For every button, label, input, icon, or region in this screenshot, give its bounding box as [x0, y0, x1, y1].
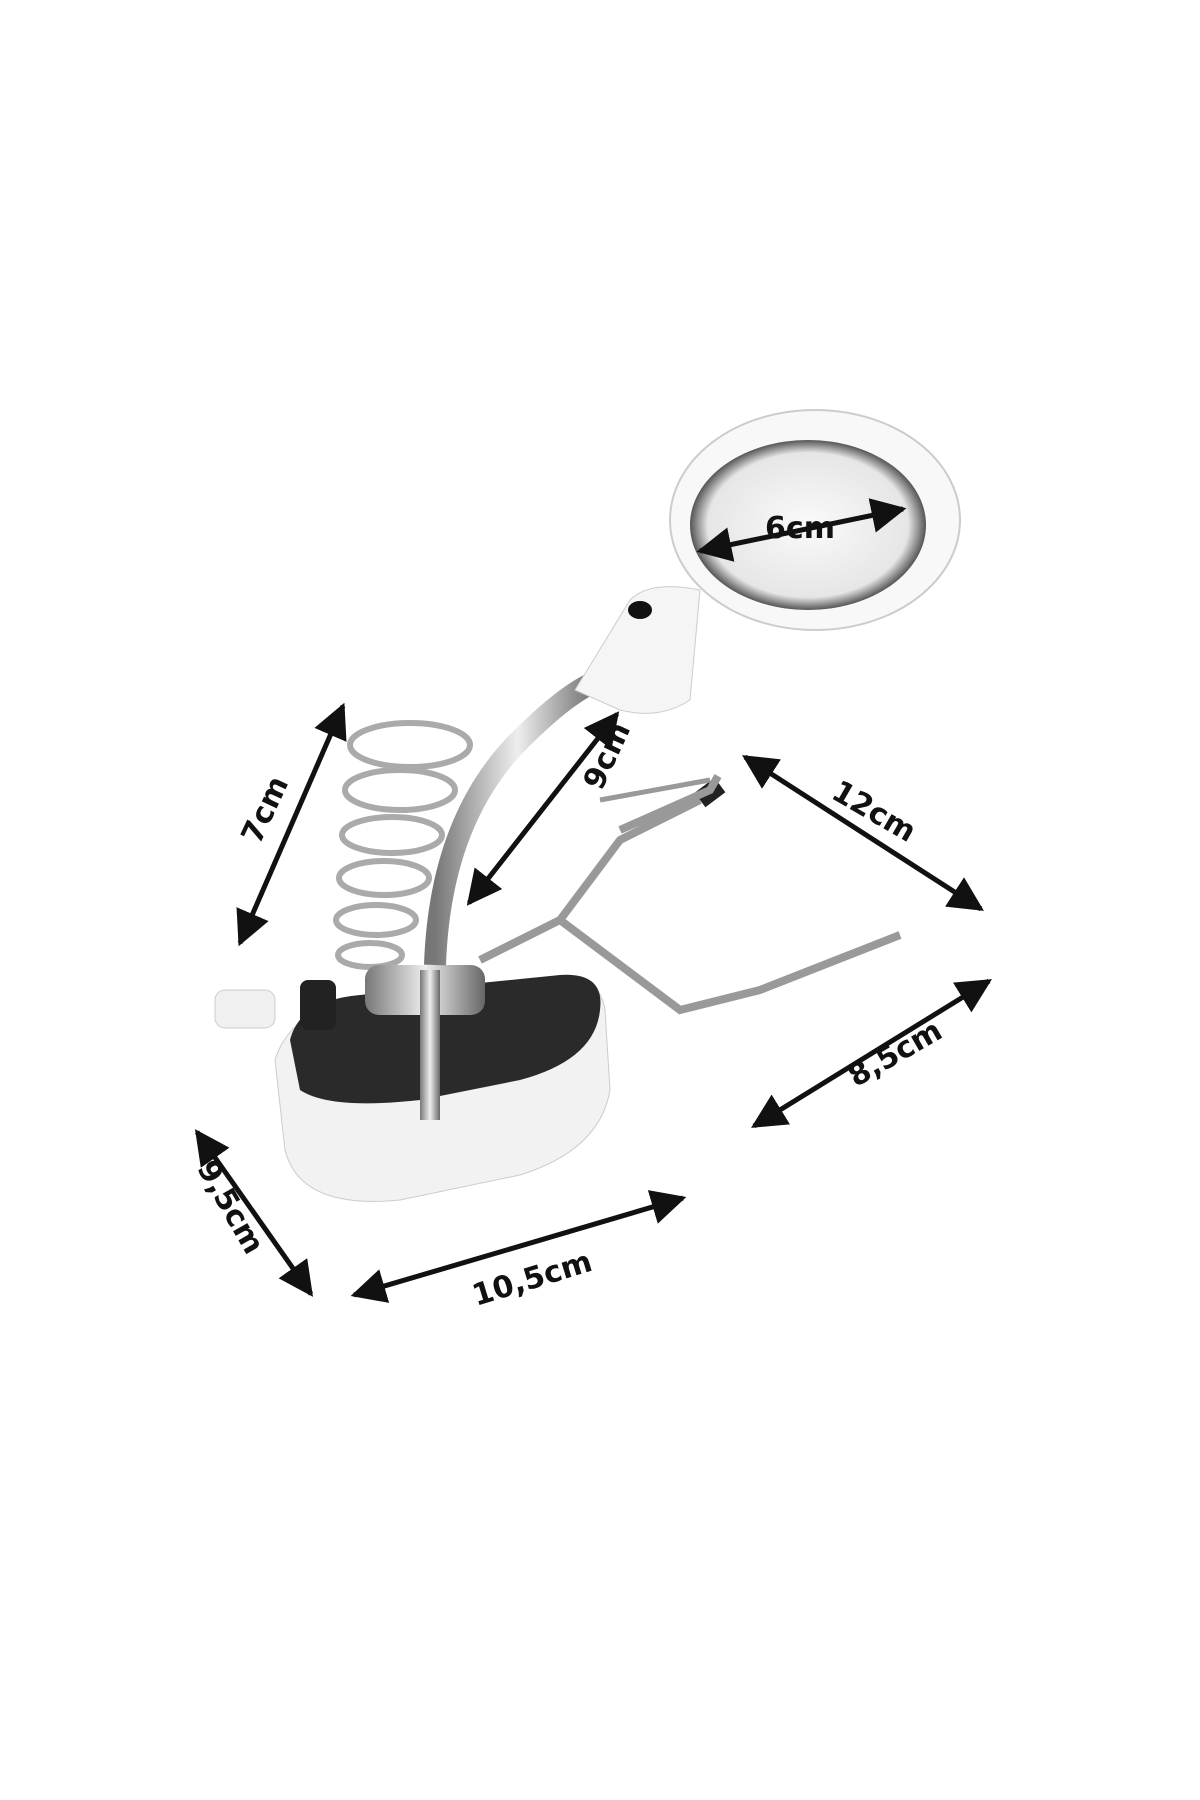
- led-switch-button: [628, 601, 652, 619]
- magnifier-head: [574, 409, 961, 714]
- dimension-arrows: [194, 498, 992, 1303]
- arrow-holder-height: [236, 702, 347, 947]
- label-clip-arm-lower: 8,5cm: [842, 1013, 948, 1094]
- label-lens-diameter: 6cm: [765, 511, 835, 546]
- arrow-clip-arm-lower: [751, 978, 992, 1129]
- gooseneck-arm: [424, 669, 604, 966]
- label-base-depth: 9,5cm: [190, 1154, 271, 1260]
- clamp-block: [214, 965, 485, 1120]
- arrow-lens-diameter: [696, 498, 907, 562]
- thumb-screw-knob: [300, 980, 336, 1030]
- arrow-arm-length: [466, 711, 620, 906]
- arrow-clip-arm-upper: [742, 754, 984, 912]
- arrow-base-depth: [194, 1129, 314, 1297]
- side-clamp-knob: [214, 989, 276, 1029]
- arrow-base-width: [350, 1190, 687, 1303]
